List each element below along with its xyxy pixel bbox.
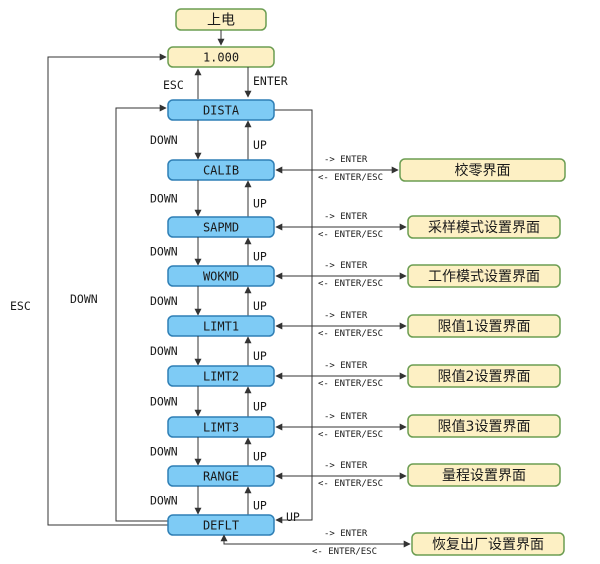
screen-label-limt1: 限值1设置界面: [438, 319, 531, 335]
menu-item-calib-label: CALIB: [203, 164, 239, 178]
back-note-calib: <- ENTER/ESC: [318, 173, 383, 183]
enter-label: ENTER: [253, 74, 288, 88]
menu-item-limt2[interactable]: [167, 365, 275, 387]
down-label-limt2: DOWN: [150, 395, 178, 409]
up-loop-label: UP: [286, 510, 300, 524]
back-note-limt3: <- ENTER/ESC: [318, 430, 383, 440]
back-note-wokmd: <- ENTER/ESC: [318, 279, 383, 289]
menu-item-wokmd-label: WOKMD: [203, 270, 239, 284]
esc-label: ESC: [163, 78, 184, 92]
back-note-limt1: <- ENTER/ESC: [318, 329, 383, 339]
screen-label-sapmd: 采样模式设置界面: [428, 220, 540, 236]
up-label-limt2: UP: [253, 400, 267, 414]
up-label-sapmd: UP: [253, 250, 267, 264]
up-label-limt3: UP: [253, 450, 267, 464]
screen-box-limt2[interactable]: [407, 364, 561, 388]
menu-item-limt2-label: LIMT2: [203, 370, 239, 384]
up-label-calib: UP: [253, 197, 267, 211]
up-loop-line: [274, 109, 313, 524]
menu-item-limt1[interactable]: [167, 315, 275, 337]
back-note-range: <- ENTER/ESC: [318, 479, 383, 489]
menu-item-limt3[interactable]: [167, 416, 275, 438]
screen-box-calib[interactable]: [399, 158, 566, 182]
screen-box-deflt[interactable]: [411, 532, 565, 556]
back-note-sapmd: <- ENTER/ESC: [318, 230, 383, 240]
enter-note-sapmd: -> ENTER: [324, 212, 368, 222]
menu-item-limt1-label: LIMT1: [203, 320, 239, 334]
down-label-range: DOWN: [150, 494, 178, 508]
screen-box-limt3[interactable]: [407, 414, 561, 438]
enter-note-limt1: -> ENTER: [324, 311, 368, 321]
up-label-dista: UP: [253, 138, 267, 152]
enter-note-range: -> ENTER: [324, 461, 368, 471]
menu-item-sapmd[interactable]: [167, 216, 275, 238]
screen-label-limt2: 限值2设置界面: [438, 369, 531, 385]
down-label-limt1: DOWN: [150, 344, 178, 358]
down-label-dista: DOWN: [150, 133, 178, 147]
menu-item-deflt-label: DEFLT: [203, 519, 239, 533]
screen-label-calib: 校零界面: [455, 162, 511, 179]
down-label-sapmd: DOWN: [150, 245, 178, 259]
enter-note-wokmd: -> ENTER: [324, 261, 368, 271]
menu-item-dista[interactable]: [167, 99, 275, 121]
down-label-wokmd: DOWN: [150, 294, 178, 308]
screen-label-deflt: 恢复出厂设置界面: [432, 536, 544, 553]
down-label-calib: DOWN: [150, 192, 178, 206]
link-deflt: [220, 534, 411, 548]
power-on-label: 上电: [207, 13, 235, 29]
menu-item-sapmd-label: SAPMD: [203, 221, 239, 235]
down-loop-line: [115, 104, 168, 522]
screen-label-limt3: 限值3设置界面: [438, 419, 531, 435]
menu-item-calib[interactable]: [167, 159, 275, 181]
enter-note-calib: -> ENTER: [324, 155, 368, 165]
esc-loop-label: ESC: [10, 299, 31, 313]
screen-box-limt1[interactable]: [407, 314, 561, 338]
initial-value-box: [167, 46, 275, 68]
up-label-limt1: UP: [253, 349, 267, 363]
enter-note-limt2: -> ENTER: [324, 361, 368, 371]
initial-value-label: 1.000: [203, 51, 239, 65]
menu-item-limt3-label: LIMT3: [203, 421, 239, 435]
menu-item-range[interactable]: [167, 465, 275, 487]
screen-box-range[interactable]: [407, 463, 561, 487]
back-note-limt2: <- ENTER/ESC: [318, 379, 383, 389]
esc-loop-line: [47, 53, 168, 526]
up-label-wokmd: UP: [253, 299, 267, 313]
screen-box-sapmd[interactable]: [407, 215, 561, 239]
enter-note-deflt: -> ENTER: [324, 529, 368, 539]
down-loop-label: DOWN: [70, 292, 98, 306]
screen-box-wokmd[interactable]: [407, 264, 561, 288]
screen-label-range: 量程设置界面: [442, 468, 526, 484]
back-note-deflt: <- ENTER/ESC: [312, 547, 377, 557]
down-label-limt3: DOWN: [150, 445, 178, 459]
menu-item-wokmd[interactable]: [167, 265, 275, 287]
up-label-range: UP: [253, 499, 267, 513]
menu-item-dista-label: DISTA: [203, 104, 240, 118]
screen-label-wokmd: 工作模式设置界面: [428, 269, 540, 285]
enter-note-limt3: -> ENTER: [324, 412, 368, 422]
menu-item-range-label: RANGE: [203, 470, 239, 484]
